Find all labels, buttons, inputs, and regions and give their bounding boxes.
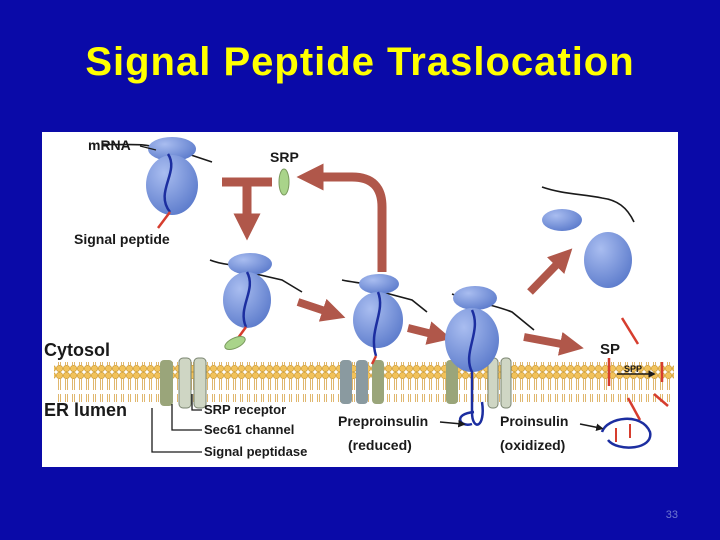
ribosome-4 xyxy=(445,286,535,426)
label-srp: SRP xyxy=(270,149,299,165)
label-srp-receptor: SRP receptor xyxy=(204,402,286,417)
sec61-pointer xyxy=(171,404,202,431)
label-mrna: mRNA xyxy=(88,137,131,153)
proinsulin-fold xyxy=(600,417,652,449)
arrow-srp-recycle xyxy=(296,163,387,272)
arrow-to-translocation xyxy=(407,321,452,345)
label-er-lumen: ER lumen xyxy=(44,400,127,420)
label-spp: SPP xyxy=(624,364,642,374)
label-preproinsulin: Preproinsulin xyxy=(338,413,428,429)
ribosome-2 xyxy=(209,253,303,350)
label-cytosol: Cytosol xyxy=(44,340,110,360)
diagram-canvas: mRNA SRP Signal peptide Cytosol ER lumen… xyxy=(44,137,674,459)
slide-title: Signal Peptide Traslocation xyxy=(85,40,635,84)
label-signal-peptidase: Signal peptidase xyxy=(204,444,307,459)
signal-peptidase-pointer xyxy=(151,408,202,453)
ribosome-3 xyxy=(341,274,428,365)
label-sec61-channel: Sec61 channel xyxy=(204,422,294,437)
arrow-srp-binding xyxy=(222,177,261,241)
translocation-diagram: mRNA SRP Signal peptide Cytosol ER lumen… xyxy=(42,132,678,467)
srp-receptor-pointer xyxy=(191,394,202,411)
proinsulin-arrow xyxy=(579,423,604,431)
membrane-proteins-group-3 xyxy=(446,357,512,409)
label-signal-peptide: Signal peptide xyxy=(74,231,170,247)
arrow-to-docking xyxy=(296,298,346,322)
label-oxidized: (oxidized) xyxy=(500,437,565,453)
cleaved-signal-peptides xyxy=(607,317,669,421)
ribosome-1 xyxy=(101,137,213,229)
free-ribosome-subunits xyxy=(541,186,635,288)
page-number: 33 xyxy=(665,509,678,521)
srp-particle xyxy=(278,168,290,196)
membrane-proteins-group-1 xyxy=(160,357,207,409)
mrna-pointer xyxy=(139,145,157,151)
arrow-dissociation xyxy=(527,248,573,295)
membrane-proteins-group-2 xyxy=(340,360,384,404)
label-proinsulin: Proinsulin xyxy=(500,413,568,429)
label-sp: SP xyxy=(600,341,620,358)
label-reduced: (reduced) xyxy=(348,437,412,453)
arrow-release xyxy=(523,331,584,356)
preproinsulin-arrow xyxy=(439,419,466,428)
